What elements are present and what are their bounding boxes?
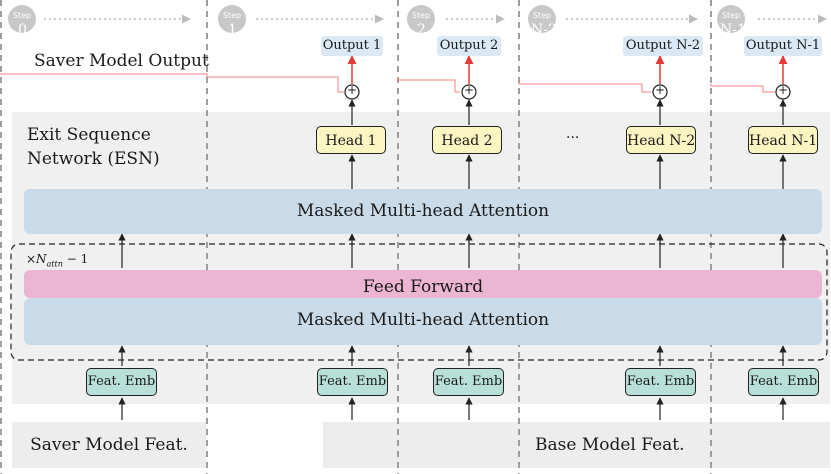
head-1: Head 1 (316, 126, 386, 154)
head-n-2: Head N-2 (626, 126, 696, 154)
repeat-label: ×Nattn − 1 (26, 252, 89, 269)
step-1-circle: Step 1 (218, 5, 246, 38)
step-n-1-circle: Step N-1 (717, 5, 746, 38)
feed-forward-label: Feed Forward (362, 277, 484, 297)
plus-symbol: + (655, 83, 666, 97)
head-n-1: Head N-1 (748, 126, 818, 154)
saver-output-label: Saver Model Output (34, 51, 209, 71)
feat-emb-step-2: Feat. Emb (433, 368, 504, 396)
esn-label-line2: Network (ESN) (27, 149, 160, 169)
output-1: Output 1 (321, 36, 383, 56)
output-2: Output 2 (437, 36, 501, 56)
masked-attention-inner: Masked Multi-head Attention (24, 298, 822, 345)
saver-feat-panel: Saver Model Feat. (12, 422, 206, 468)
base-feat-label: Base Model Feat. (535, 435, 685, 455)
plus-symbol: + (347, 83, 358, 97)
head-2: Head 2 (432, 126, 502, 154)
plus-symbol: + (464, 83, 475, 97)
masked-attention-top-label: Masked Multi-head Attention (296, 201, 550, 221)
output-n-1: Output N-1 (744, 36, 822, 56)
feed-forward-bar: Feed Forward (24, 270, 822, 298)
esn-label-line1: Exit Sequence (27, 125, 151, 145)
base-feat-panel: Base Model Feat. (323, 422, 830, 468)
step-0-circle: Step 0 (8, 5, 36, 38)
feat-emb-saver: Feat. Emb (86, 368, 157, 396)
masked-attention-top: Masked Multi-head Attention (24, 189, 822, 234)
ellipsis: ··· (566, 130, 580, 146)
plus-symbol: + (778, 83, 789, 97)
feat-emb-step-n-1: Feat. Emb (748, 368, 819, 396)
masked-attention-inner-label: Masked Multi-head Attention (296, 310, 550, 330)
saver-feat-label: Saver Model Feat. (30, 435, 188, 455)
step-2-circle: Step 2 (407, 5, 435, 38)
esn-panel (12, 112, 830, 404)
feat-emb-step-n-2: Feat. Emb (625, 368, 696, 396)
step-n-2-circle: Step N-2 (528, 5, 557, 38)
output-n-2: Output N-2 (623, 36, 703, 56)
feat-emb-step-1: Feat. Emb (317, 368, 388, 396)
